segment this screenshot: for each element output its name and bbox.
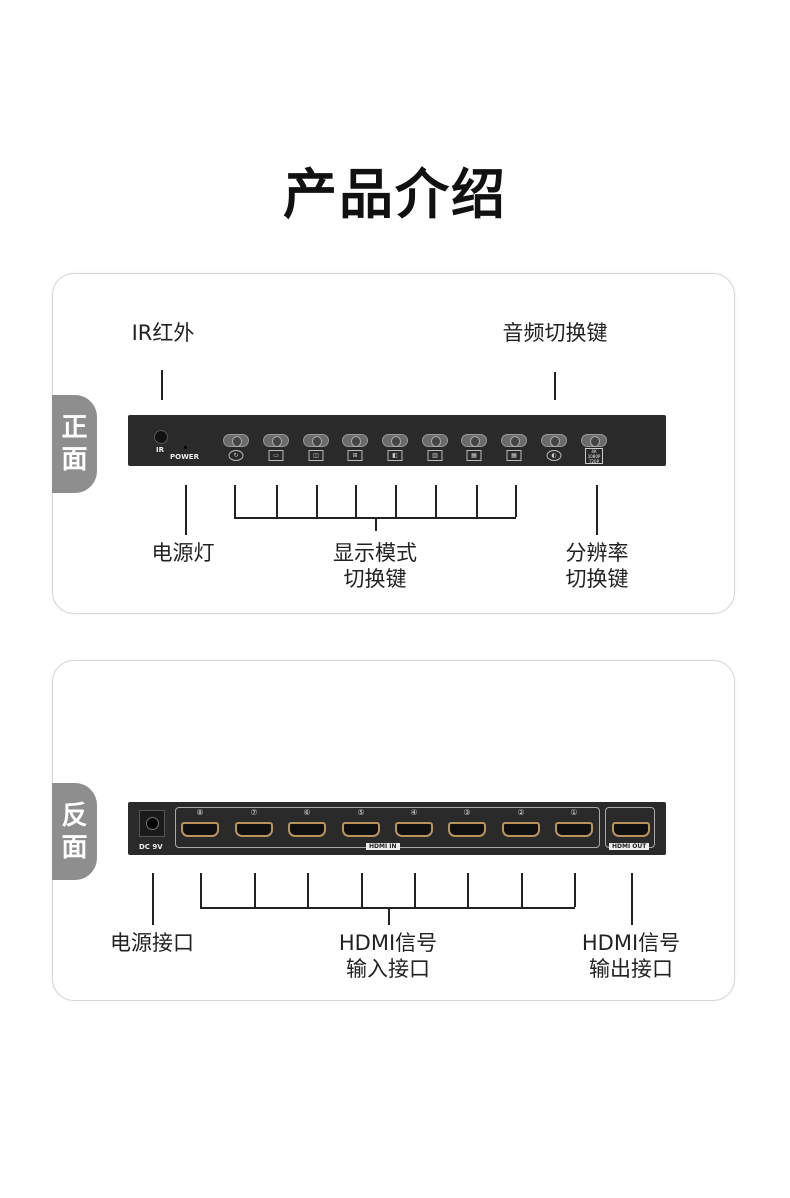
mode-bracket-tick	[476, 485, 478, 517]
port-number: ④	[410, 808, 418, 817]
button[interactable]	[382, 434, 408, 447]
mode-bracket-tick	[234, 485, 236, 517]
tab-char: 面	[61, 445, 88, 475]
hdmi-in-port	[235, 822, 273, 837]
power-label: 电源灯	[151, 541, 215, 565]
resolution-label-line: 分辨率	[565, 541, 629, 565]
button[interactable]	[263, 434, 289, 447]
port-number: ②	[517, 808, 525, 817]
tab-char: 反	[61, 800, 88, 831]
ir-label: IR红外	[131, 321, 195, 345]
out-label-line: 输出接口	[589, 957, 673, 981]
mode-bracket-tick	[276, 485, 278, 517]
out-label: HDMI信号输出接口	[582, 930, 680, 982]
mode-label-line: 显示模式	[333, 541, 417, 565]
resolution-line	[596, 485, 598, 535]
mode-icon: ◫	[308, 450, 324, 461]
button[interactable]	[342, 434, 368, 447]
button[interactable]	[422, 434, 448, 447]
in-label: HDMI信号输入接口	[339, 930, 437, 982]
button[interactable]	[501, 434, 527, 447]
power-line	[185, 485, 187, 535]
mode-icon: ◧	[387, 450, 403, 461]
in-label-line: 输入接口	[346, 957, 430, 981]
in-bracket-tick	[467, 873, 469, 907]
mode-bracket-tick	[355, 485, 357, 517]
mode-label: 显示模式切换键	[333, 540, 417, 592]
mode-icon: ↻	[228, 450, 244, 461]
hdmi-in-port	[448, 822, 486, 837]
in-label-line: HDMI信号	[338, 931, 438, 955]
mode-icon: ◐	[546, 450, 562, 461]
dc-text: DC 9V	[139, 843, 163, 851]
page-title: 产品介绍	[283, 163, 507, 226]
back-device: DC 9V HDMI IN HDMI OUT ⑧ ⑦ ⑥ ⑤ ④ ③ ② ①	[128, 802, 666, 855]
front-tab: 正面	[52, 395, 97, 493]
in-bracket-tick	[200, 873, 202, 907]
resolution-icon-text: 720P	[588, 459, 600, 464]
ir-text: IR	[156, 446, 164, 454]
resolution-label-line: 切换键	[565, 567, 629, 591]
port-number: ⑤	[357, 808, 365, 817]
power-led	[184, 446, 187, 449]
hdmi-out-port	[612, 822, 650, 837]
mode-icon: ▭	[268, 450, 284, 461]
tab-char: 面	[61, 832, 88, 863]
hdmi-in-port	[288, 822, 326, 837]
hdmi-in-port	[502, 822, 540, 837]
dc-line	[152, 873, 154, 925]
in-line	[388, 907, 390, 925]
in-bracket-tick	[307, 873, 309, 907]
audio-line	[554, 372, 556, 400]
port-number: ⑧	[196, 808, 204, 817]
in-bracket-tick	[361, 873, 363, 907]
mode-bracket-tick	[395, 485, 397, 517]
ir-sensor	[154, 430, 168, 444]
out-label-line: HDMI信号	[581, 931, 681, 955]
mode-bracket-tick	[435, 485, 437, 517]
back-tab: 反面	[52, 783, 97, 880]
button[interactable]	[223, 434, 249, 447]
button[interactable]	[541, 434, 567, 447]
resolution-icon-text: 4K	[591, 449, 597, 454]
mode-icon: ▥	[427, 450, 443, 461]
hdmi-in-port	[395, 822, 433, 837]
mode-line	[375, 517, 377, 531]
button[interactable]	[303, 434, 329, 447]
port-number: ③	[463, 808, 471, 817]
in-bracket	[200, 907, 575, 909]
button[interactable]	[461, 434, 487, 447]
hdmi-in-port	[181, 822, 219, 837]
ir-line	[161, 370, 163, 400]
in-bracket-tick	[414, 873, 416, 907]
hdmi-out-text: HDMI OUT	[609, 843, 650, 850]
dc-jack	[139, 810, 165, 837]
power-text: POWER	[170, 453, 199, 461]
mode-icon: ▦	[466, 450, 482, 461]
hdmi-in-port	[555, 822, 593, 837]
mode-label-line: 切换键	[343, 567, 407, 591]
in-bracket-tick	[521, 873, 523, 907]
resolution-label: 分辨率切换键	[566, 540, 629, 592]
mode-icon: ▦	[506, 450, 522, 461]
in-bracket-tick	[254, 873, 256, 907]
port-number: ①	[570, 808, 578, 817]
tab-char: 正	[61, 413, 88, 443]
mode-bracket-tick	[316, 485, 318, 517]
mode-bracket-tick	[515, 485, 517, 517]
out-line	[631, 873, 633, 925]
port-number: ⑦	[250, 808, 258, 817]
hdmi-in-text: HDMI IN	[366, 843, 400, 850]
in-bracket-tick	[574, 873, 576, 907]
audio-label: 音频切换键	[502, 321, 608, 345]
button[interactable]	[581, 434, 607, 447]
port-number: ⑥	[303, 808, 311, 817]
hdmi-in-port	[342, 822, 380, 837]
mode-icon: ⊞	[347, 450, 363, 461]
dc-label: 电源接口	[110, 931, 194, 955]
resolution-icon-text: 1080P	[587, 454, 601, 459]
